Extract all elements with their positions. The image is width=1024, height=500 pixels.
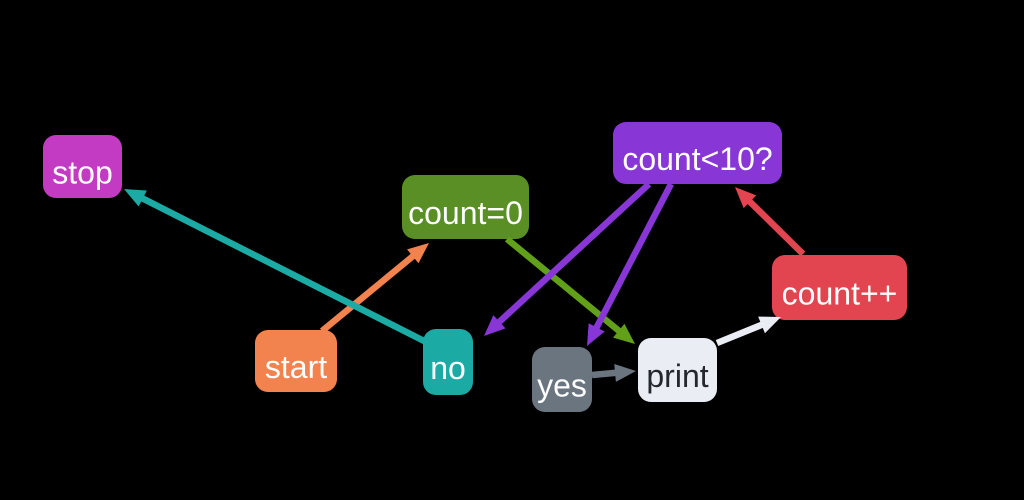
arrowhead-start-to-count0	[407, 243, 429, 264]
arrowhead-countpp-to-countlt10	[735, 187, 757, 209]
edge-line-count0-to-print	[504, 236, 624, 336]
node-label-countpp: count++	[782, 276, 898, 312]
node-box-no	[423, 329, 473, 395]
edge-line-yes-to-print	[591, 369, 620, 379]
node-start: start	[255, 330, 337, 392]
node-label-countlt10: count<10?	[622, 141, 772, 177]
edge-start-to-count0	[319, 243, 429, 334]
edge-no-to-stop	[124, 189, 430, 346]
arrowhead-count0-to-print	[613, 323, 635, 344]
edge-line-countlt10-to-yes	[591, 182, 674, 333]
edge-countlt10-to-yes	[587, 182, 674, 346]
edge-countpp-to-countlt10	[735, 187, 806, 257]
node-box-print	[638, 338, 717, 402]
node-label-start: start	[265, 349, 327, 385]
node-stop: stop	[43, 135, 122, 198]
node-box-count0	[402, 175, 529, 239]
node-yes: yes	[532, 347, 592, 412]
arrowhead-countlt10-to-no	[484, 315, 506, 336]
node-box-yes	[532, 347, 592, 412]
arrowhead-yes-to-print	[614, 363, 636, 382]
node-label-count0: count=0	[408, 195, 523, 231]
edge-line-countpp-to-countlt10	[744, 196, 806, 257]
node-box-stop	[43, 135, 122, 198]
edge-countlt10-to-no	[484, 181, 652, 336]
node-count0: count=0	[402, 175, 529, 239]
arrowhead-no-to-stop	[124, 189, 147, 207]
arrowhead-countlt10-to-yes	[587, 323, 605, 346]
node-countpp: count++	[772, 255, 907, 320]
node-box-countlt10	[613, 122, 782, 184]
edge-line-start-to-count0	[319, 251, 418, 334]
node-label-yes: yes	[537, 368, 587, 404]
node-countlt10: count<10?	[613, 122, 782, 184]
arrowhead-print-to-countpp	[758, 316, 781, 334]
node-label-stop: stop	[52, 155, 112, 191]
node-box-start	[255, 330, 337, 392]
edge-line-print-to-countpp	[715, 320, 767, 347]
node-print: print	[638, 338, 717, 402]
edge-line-no-to-stop	[137, 193, 430, 346]
node-box-countpp	[772, 255, 907, 320]
edge-yes-to-print	[591, 363, 636, 382]
edge-line-countlt10-to-no	[494, 181, 652, 327]
node-label-print: print	[646, 358, 708, 394]
node-label-no: no	[430, 350, 466, 386]
node-no: no	[423, 329, 473, 395]
edge-print-to-countpp	[715, 316, 781, 347]
